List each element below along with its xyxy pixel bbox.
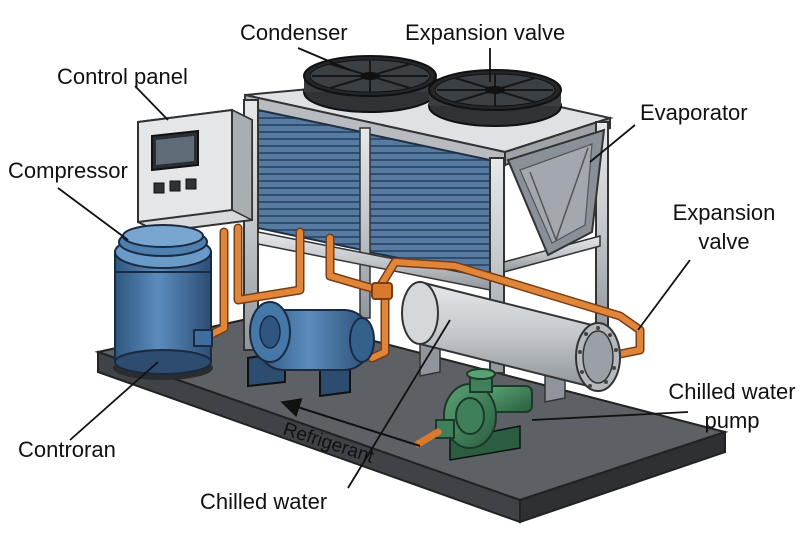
label-expansion-valve-top: Expansion valve	[405, 20, 566, 45]
condenser-housing	[243, 76, 614, 374]
condenser-coil-right	[367, 132, 491, 278]
control-panel-box	[137, 108, 253, 234]
central-motor	[247, 301, 375, 398]
label-compressor: Compressor	[8, 158, 128, 183]
label-chilled-water-pump-line2: pump	[704, 407, 760, 433]
label-chilled-water: Chilled water	[200, 489, 328, 514]
label-evaporator: Evaporator	[640, 100, 748, 125]
evaporator-unit	[506, 128, 606, 257]
label-chilled-water-pump-line1: Chilled water	[668, 379, 796, 404]
label-control-panel: Control panel	[57, 64, 188, 89]
leader-lines	[57, 47, 691, 489]
label-chilled-water-pump: Chilled water pump	[660, 379, 804, 433]
label-controran: Controran	[18, 437, 116, 462]
fan-right	[428, 69, 562, 127]
leader-control-panel	[134, 85, 169, 121]
leader-chilled-water	[347, 319, 451, 489]
leader-evaporator	[589, 124, 636, 163]
leader-expansion-valve-right	[637, 259, 691, 331]
leader-compressor	[57, 187, 129, 241]
leader-chilled-water-pump	[531, 411, 689, 421]
compressor-unit	[113, 224, 213, 380]
condenser-coil-left	[257, 108, 363, 252]
label-condenser: Condenser	[240, 20, 348, 45]
chilled-water-pump-unit	[414, 368, 533, 461]
evaporator-shell	[401, 280, 621, 403]
fan-left	[303, 55, 437, 113]
leader-controran	[69, 361, 159, 441]
label-expansion-valve-right-line2: valve	[698, 228, 750, 254]
label-expansion-valve-right: Expansion valve	[664, 200, 784, 254]
leader-condenser	[297, 47, 351, 71]
label-expansion-valve-right-line1: Expansion	[672, 200, 776, 225]
